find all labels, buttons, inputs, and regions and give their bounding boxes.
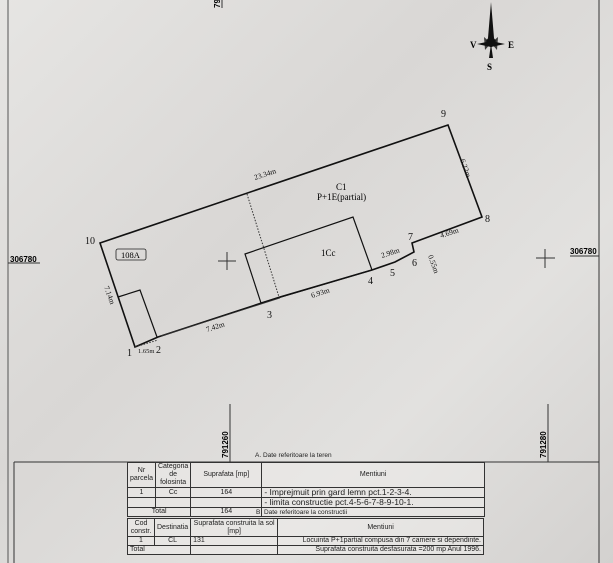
point-label-10: 10 — [85, 236, 95, 247]
total-area: 164 — [190, 507, 263, 517]
table-a-total-row: Total 164 — [126, 507, 485, 517]
table-b-constructions: Cod constr. Destinatia Suprafata constru… — [126, 518, 484, 555]
point-label-6: 6 — [412, 258, 417, 269]
cell-area: 164 — [190, 487, 263, 498]
total-label: Total — [126, 507, 192, 517]
cell-mentions: Locuinta P+1partial compusa din 7 camere… — [277, 536, 484, 546]
table-b-title: B. Date referitoare la constructii — [256, 509, 348, 516]
cell-mentions: - limita constructie pct.4-5-6-7-8-9-10-… — [261, 497, 485, 508]
compass-rose-icon — [477, 2, 505, 58]
coord-right: 306780 — [570, 247, 597, 256]
building-use-label: 1Cc — [321, 248, 336, 258]
annex-outline — [117, 289, 158, 338]
table-b-header-code: Cod constr. — [127, 518, 155, 537]
distance-8-7: 4.69m — [439, 225, 460, 239]
distance-6-7: 0.55m — [426, 254, 441, 275]
compass-south-label: S — [487, 62, 492, 72]
point-label-1: 1 — [127, 348, 132, 359]
table-a-land: Nr parcela Categoria de folosinta Supraf… — [126, 462, 485, 517]
parcel-label-box — [115, 248, 147, 261]
table-b-header-area: Suprafata construita la sol [mp] — [190, 518, 279, 537]
distance-3-2: 7.42m — [205, 319, 226, 333]
distance-9-8: 6.22m — [458, 158, 473, 179]
total-mentions-empty — [261, 507, 485, 517]
table-a-header-area: Suprafata [mp] — [190, 462, 263, 488]
grid-cross-icon — [218, 252, 236, 270]
total-label: Total — [126, 545, 192, 555]
table-b-header-destination: Destinatia — [153, 518, 192, 537]
cell-category — [154, 497, 192, 508]
point-label-5: 5 — [390, 268, 395, 279]
cell-nr: 1 — [127, 487, 156, 498]
total-area-empty — [190, 545, 279, 555]
table-row: 1 CL 131 Locuinta P+1partial compusa din… — [127, 536, 484, 546]
point-label-3: 3 — [267, 310, 272, 321]
distance-2-1: 1.65m — [138, 348, 154, 355]
building-1cc-outline — [244, 216, 373, 304]
coord-left: 306780 — [10, 255, 37, 264]
building-description: P+1E(partial) — [317, 192, 366, 202]
table-b-total-row: Total Suprafata construita desfasurata =… — [126, 545, 484, 555]
distance-5-4: 2.98m — [380, 245, 401, 259]
building-code: C1 — [336, 182, 347, 192]
parcel-label: 108A — [121, 250, 141, 260]
table-a-header-category: Categoria de folosinta — [154, 462, 192, 488]
coord-bottom-left: 791260 — [221, 431, 230, 458]
distance-10-9: 23.34m — [253, 166, 278, 182]
cell-destination: CL — [153, 536, 192, 546]
parcel-boundary — [98, 123, 484, 349]
point-label-9: 9 — [441, 109, 446, 120]
coord-top: 791 — [213, 0, 222, 8]
point-label-2: 2 — [156, 345, 161, 356]
cell-nr — [127, 497, 156, 508]
dotted-segment-1-2 — [134, 339, 159, 348]
table-row: 1 Cc 164 - Imprejmuit prin gard lemn pct… — [127, 487, 485, 498]
table-a-header-mentions: Mentiuni — [261, 462, 485, 488]
table-a-title: A. Date referitoare la teren — [255, 452, 332, 459]
point-label-4: 4 — [368, 276, 373, 287]
cell-code: 1 — [127, 536, 155, 546]
cell-category: Cc — [154, 487, 192, 498]
dotted-division-line — [246, 193, 280, 298]
cell-area — [190, 497, 263, 508]
compass-west-label: V — [470, 40, 477, 50]
point-label-7: 7 — [408, 232, 413, 243]
cell-area: 131 — [190, 536, 279, 546]
table-b-header-mentions: Mentiuni — [277, 518, 484, 537]
total-note: Suprafata construita desfasurata =200 mp… — [277, 545, 484, 555]
point-label-8: 8 — [485, 214, 490, 225]
fence-line — [160, 297, 281, 337]
cell-mentions: - Imprejmuit prin gard lemn pct.1-2-3-4. — [261, 487, 485, 498]
coord-bottom-right: 791280 — [539, 431, 548, 458]
table-a-header-nr: Nr parcela — [127, 462, 156, 488]
grid-cross-right-icon — [536, 249, 555, 268]
table-row: - limita constructie pct.4-5-6-7-8-9-10-… — [127, 497, 485, 508]
compass-east-label: E — [508, 40, 514, 50]
